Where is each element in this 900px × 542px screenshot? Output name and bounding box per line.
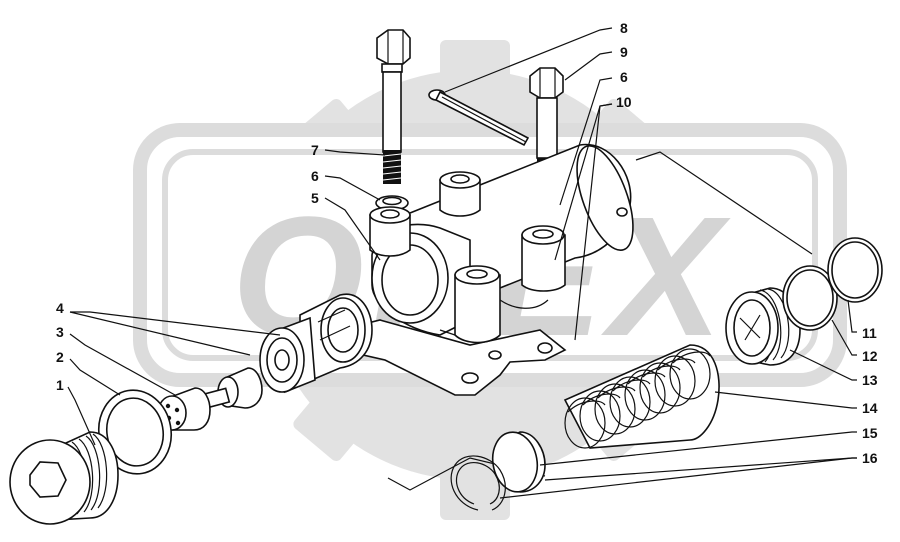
- valve-housing-part: [338, 143, 634, 396]
- callout-13: 13: [862, 372, 878, 388]
- callout-16: 16: [862, 450, 878, 466]
- cotter-pin-part: [428, 89, 530, 147]
- snap-ring-part: [450, 455, 506, 511]
- callout-1: 1: [56, 377, 64, 393]
- callout-5: 5: [311, 190, 319, 206]
- callout-15: 15: [862, 425, 878, 441]
- callout-10: 10: [616, 94, 632, 110]
- gasket-ring-part: [98, 389, 172, 475]
- callout-7: 7: [311, 142, 319, 158]
- leader-lines: [67, 27, 857, 499]
- callout-2: 2: [56, 349, 64, 365]
- threaded-plug-part: [9, 431, 119, 525]
- callout-6-left: 6: [311, 168, 319, 184]
- coil-spring-part: [563, 344, 720, 449]
- valve-seat-part: [259, 293, 373, 394]
- callout-3: 3: [56, 324, 64, 340]
- callout-11: 11: [862, 325, 877, 341]
- bolt-part: [376, 29, 411, 184]
- callout-labels: 1 2 3 4 5 6 6 7 8 9 10 11 12 13 14 15 16: [56, 20, 878, 466]
- o-ring-part: [782, 237, 883, 331]
- callout-9: 9: [620, 44, 628, 60]
- callout-14: 14: [862, 400, 878, 416]
- callout-12: 12: [862, 348, 878, 364]
- callout-6-right: 6: [620, 69, 628, 85]
- callout-8: 8: [620, 20, 628, 36]
- callout-4: 4: [56, 300, 64, 316]
